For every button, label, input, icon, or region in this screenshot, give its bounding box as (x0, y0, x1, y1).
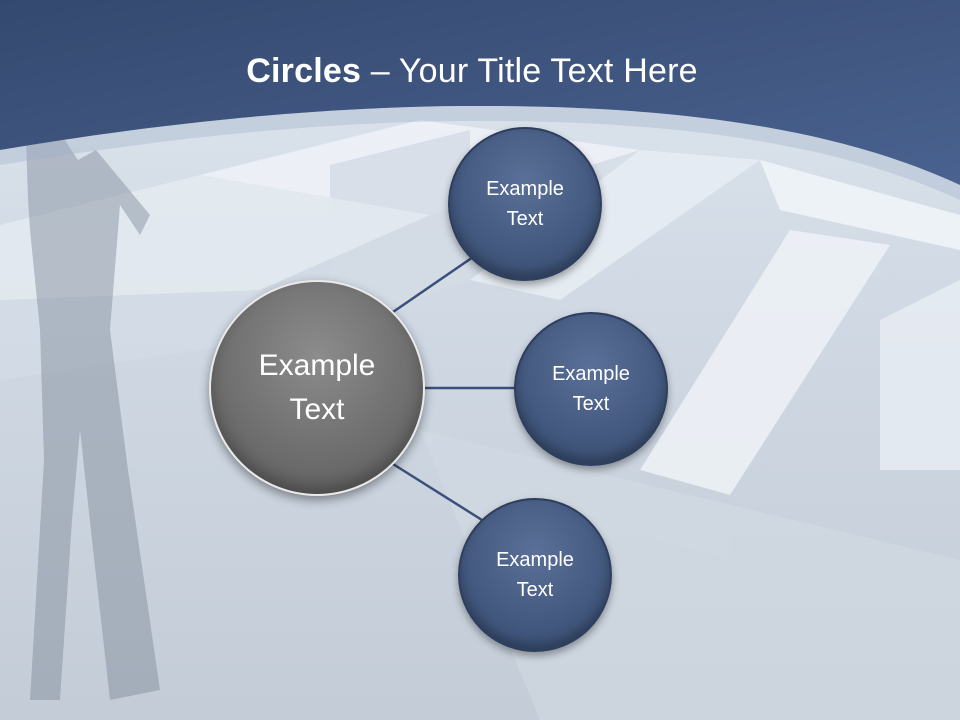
title-rest-part: – Your Title Text Here (361, 52, 698, 90)
center-circle[interactable]: Example Text (209, 280, 425, 496)
connector-bottom (392, 462, 483, 522)
node-circle-label: Example Text (496, 549, 574, 601)
node-circle-middle[interactable]: Example Text (514, 312, 668, 466)
node-circle-bottom[interactable]: Example Text (458, 498, 612, 652)
node-circle-label: Example Text (552, 363, 630, 415)
connector-top (392, 253, 477, 314)
node-circle-top[interactable]: Example Text (448, 127, 602, 281)
title-bold-part: Circles (246, 52, 362, 90)
slide-title: Circles – Your Title Text Here (0, 52, 944, 91)
node-circle-label: Example Text (486, 178, 564, 230)
center-circle-label: Example Text (258, 349, 376, 426)
